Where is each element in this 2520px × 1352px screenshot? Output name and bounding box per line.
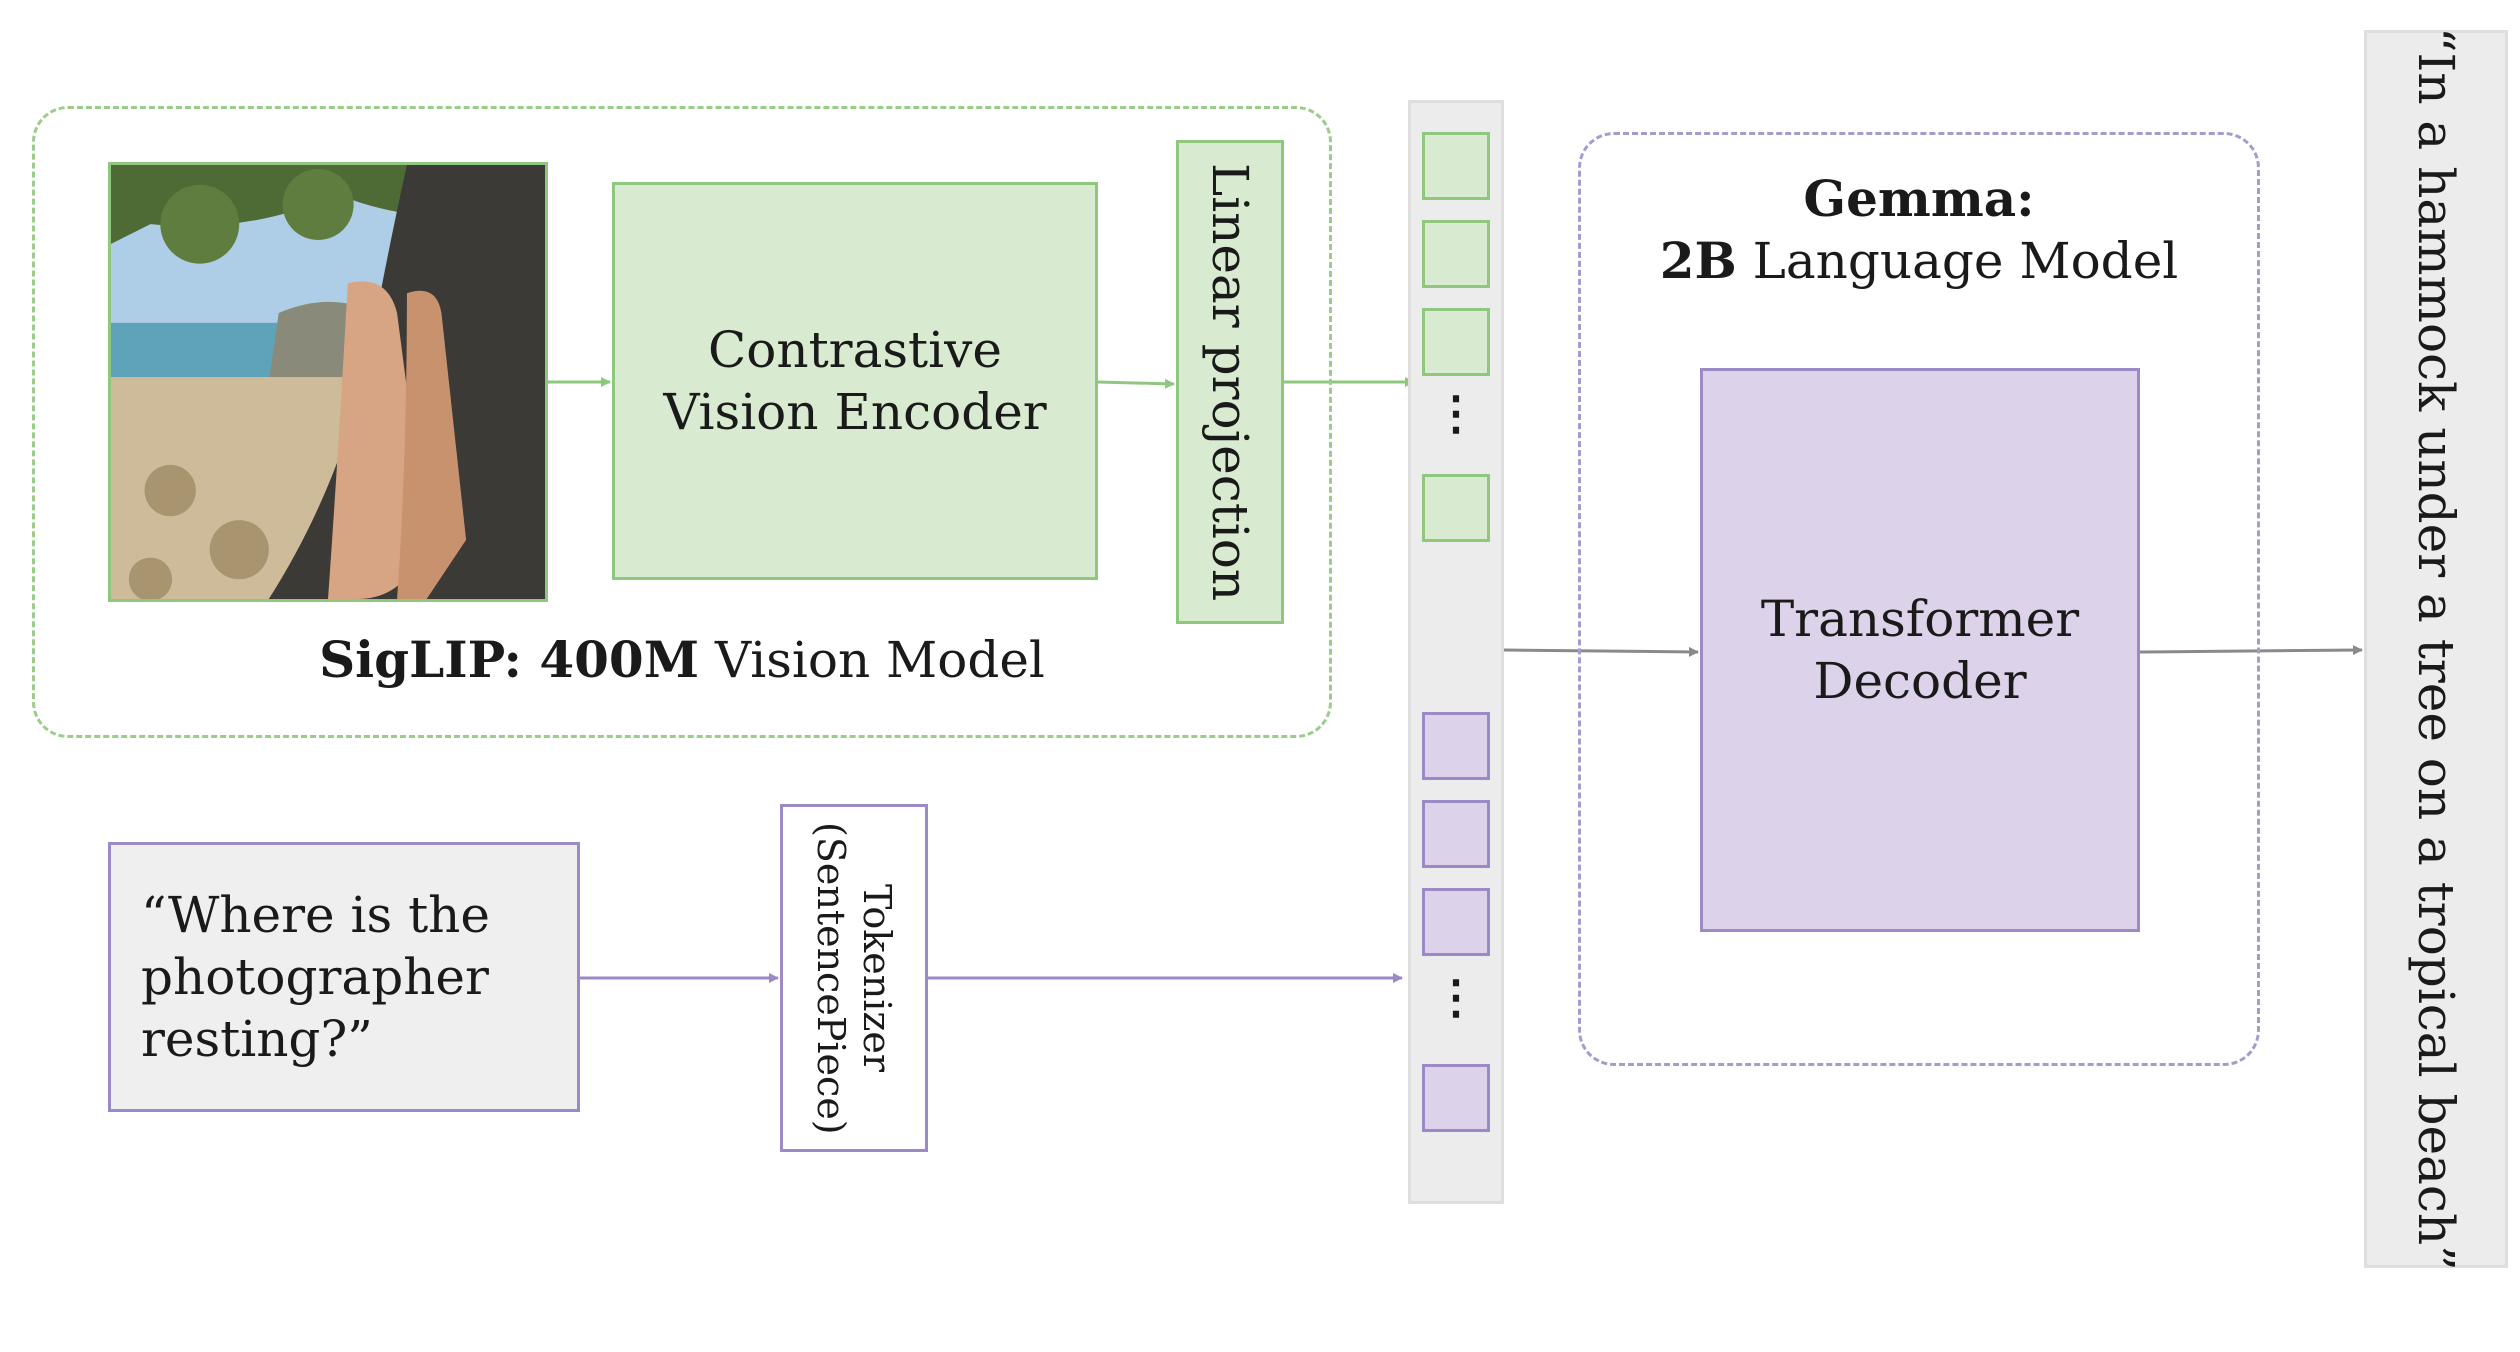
language-model-group [1578, 132, 2260, 1066]
question-line1: “Where is the [141, 886, 490, 944]
contrastive-vision-encoder-box: Contrastive Vision Encoder [612, 182, 1098, 580]
encoder-label-line1: Contrastive [708, 321, 1002, 379]
arrow-tokens-to-decoder [1503, 646, 1699, 657]
image-token [1422, 132, 1490, 200]
input-image [108, 162, 548, 602]
output-text: “In a hammock under a tree on a tropical… [2407, 27, 2465, 1271]
question-line2: photographer [141, 948, 489, 1006]
arrow-encoder-to-linear [1097, 378, 1175, 389]
gemma-title-rest: Language Model [1736, 232, 2179, 290]
vision-model-label-rest: Vision Model [699, 631, 1045, 689]
linear-projection-box: Linear projection [1176, 140, 1284, 624]
encoder-label-line2: Vision Encoder [663, 383, 1047, 441]
language-model-title: Gemma: 2B Language Model [1578, 168, 2260, 292]
tokenizer-box: Tokenizer (SentencePiece) [780, 804, 928, 1152]
gemma-title-bold: 2B [1659, 231, 1737, 290]
output-text-box: “In a hammock under a tree on a tropical… [2364, 27, 2508, 1271]
text-token [1422, 712, 1490, 780]
text-token [1422, 1064, 1490, 1132]
text-token-ellipsis: ⋮ [1433, 970, 1479, 1024]
text-token [1422, 888, 1490, 956]
input-question-box: “Where is the photographer resting?” [108, 842, 580, 1112]
vision-model-label-bold: SigLIP: 400M [319, 630, 700, 689]
text-token [1422, 800, 1490, 868]
arrow-decoder-to-output [2139, 645, 2363, 656]
image-token [1422, 308, 1490, 376]
decoder-label-line2: Decoder [1813, 652, 2027, 710]
gemma-title-line1: Gemma: [1803, 169, 2035, 228]
tokenizer-label-line2: (SentencePiece) [809, 821, 853, 1135]
transformer-decoder-box: Transformer Decoder [1700, 368, 2140, 932]
question-line3: resting?” [141, 1010, 373, 1068]
vision-model-label: SigLIP: 400M Vision Model [32, 630, 1332, 689]
image-token-ellipsis: ⋮ [1433, 386, 1479, 440]
image-token [1422, 474, 1490, 542]
vision-model-group [32, 106, 1332, 738]
image-token [1422, 220, 1490, 288]
linear-projection-label: Linear projection [1201, 162, 1259, 602]
decoder-label-line1: Transformer [1760, 590, 2080, 648]
tokenizer-label-line1: Tokenizer [855, 883, 899, 1073]
